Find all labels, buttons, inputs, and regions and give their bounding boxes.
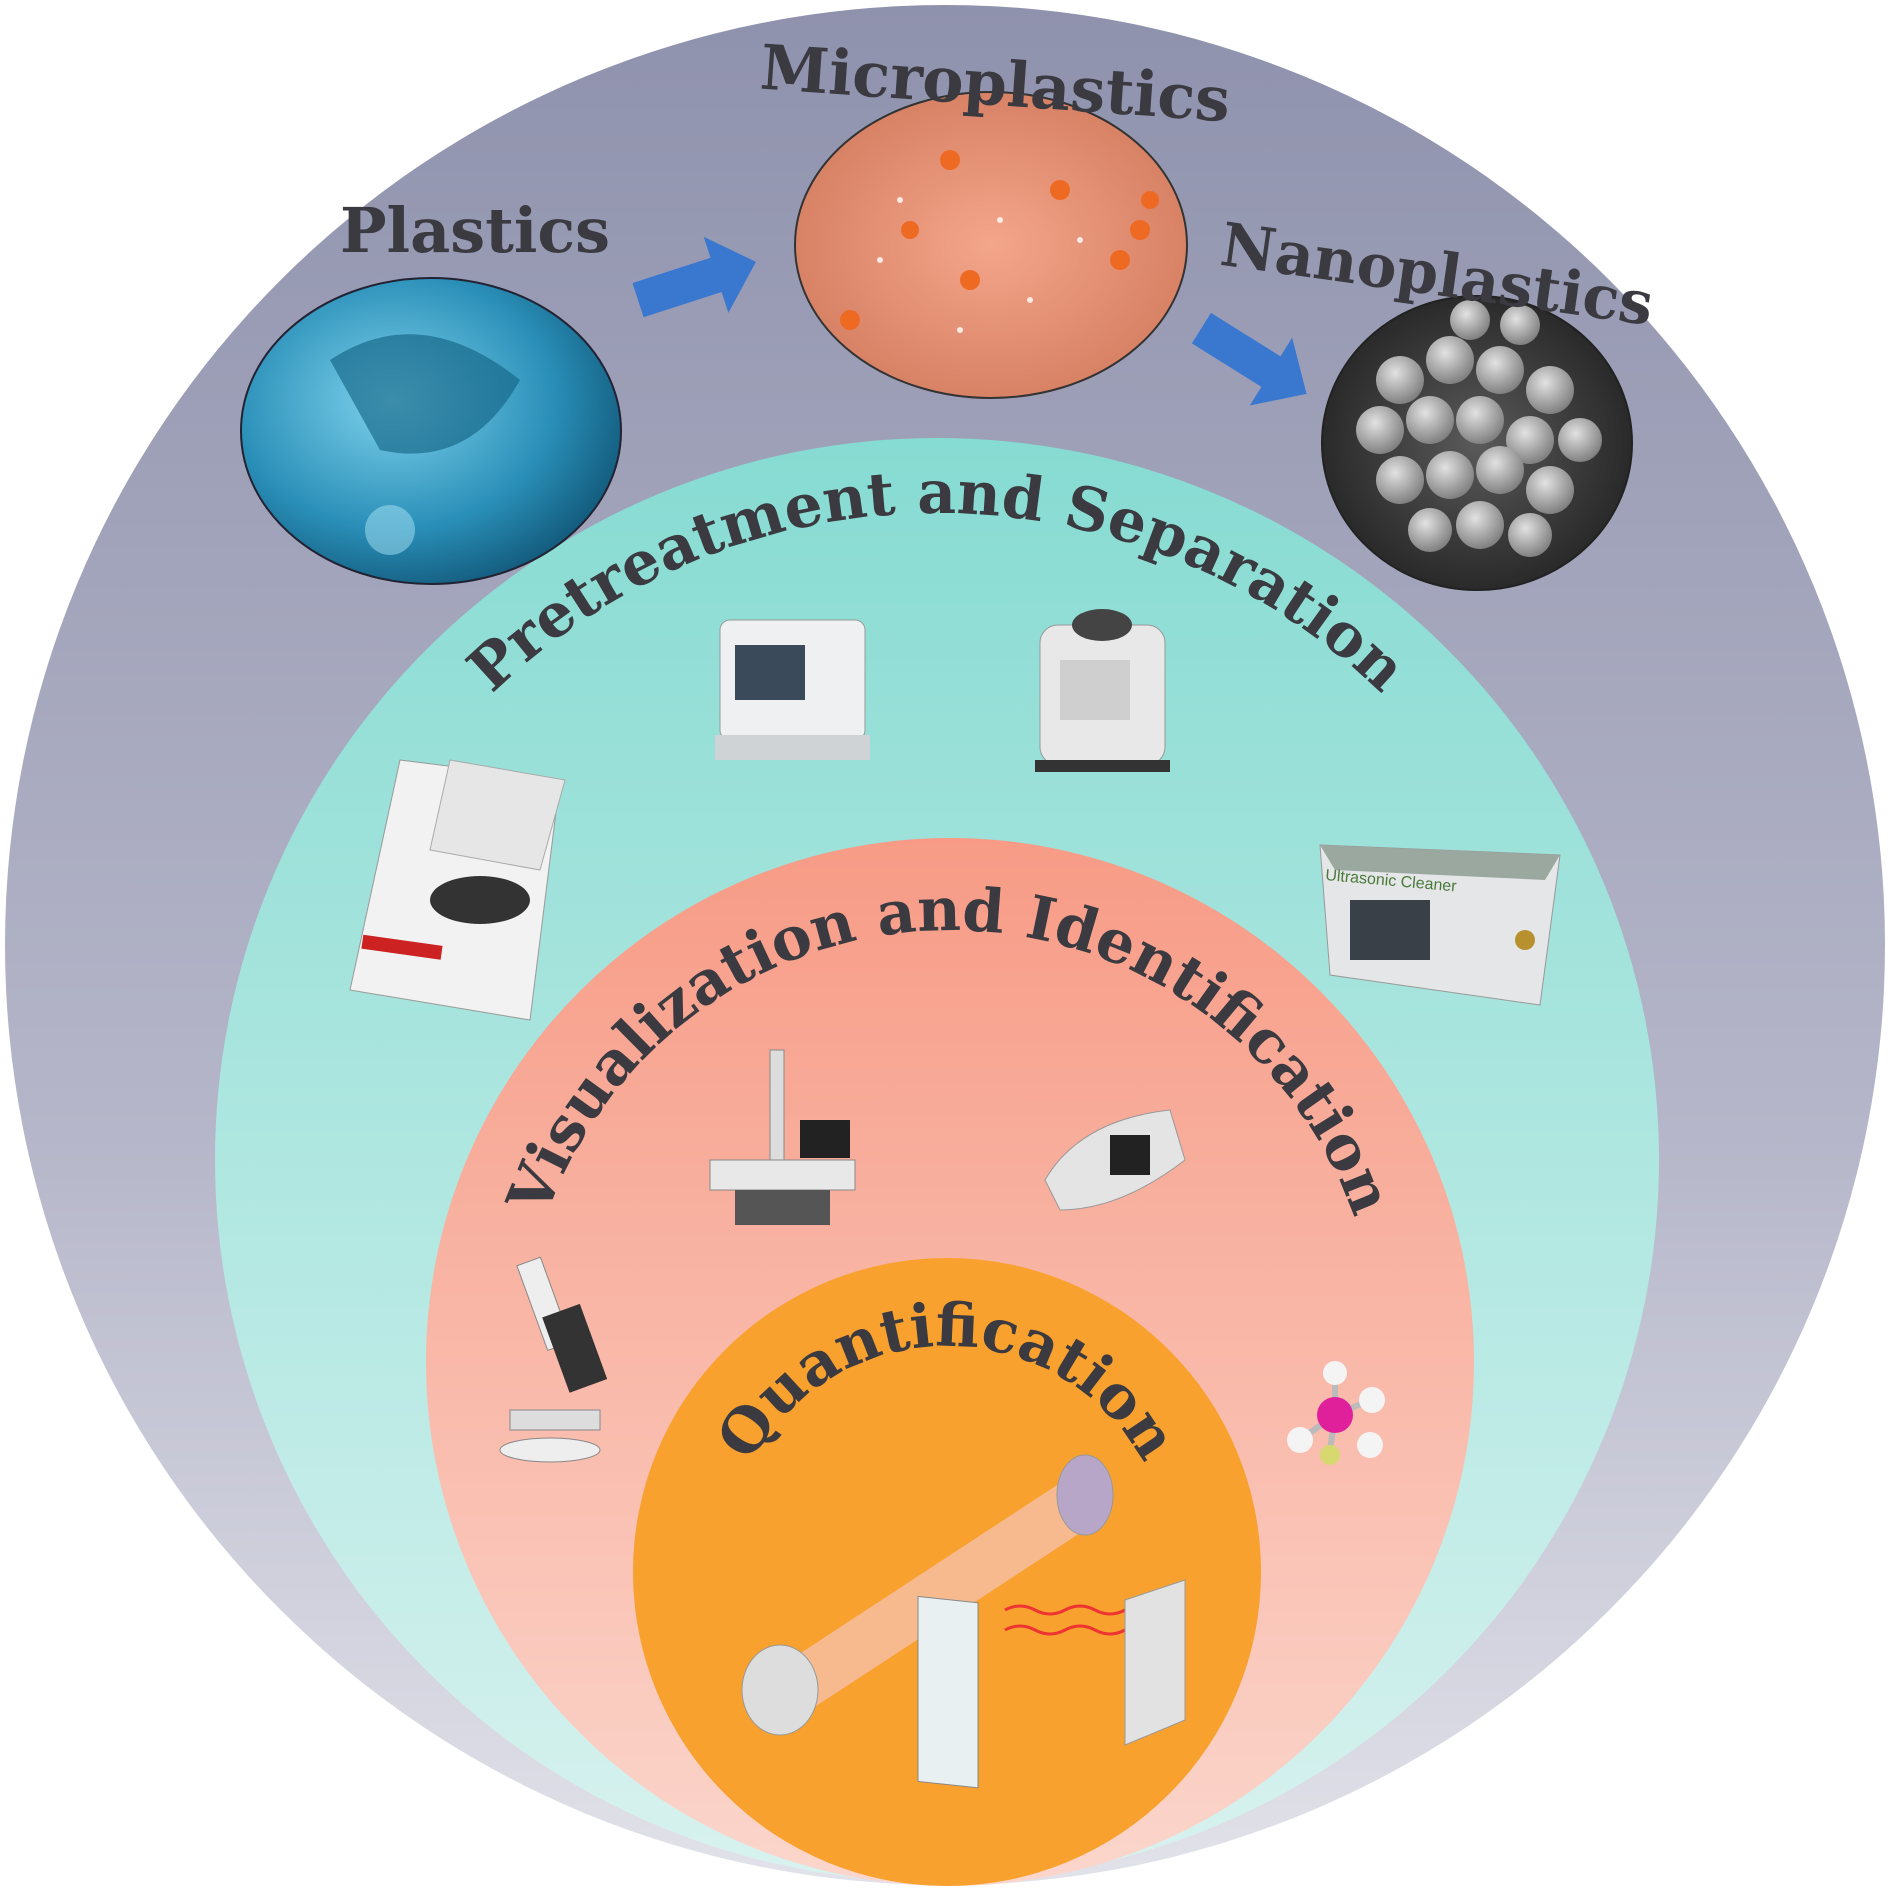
microplastics-image: [794, 91, 1188, 399]
digestion-instrument-icon: [715, 619, 870, 760]
molecule-icon: [1287, 1361, 1385, 1465]
plastics-label: Plastics: [340, 194, 610, 267]
plastics-image: [240, 277, 622, 585]
centrifuge-icon: [349, 759, 566, 1021]
raman-setup-icon: [741, 1454, 1186, 1789]
ultrasonic-cleaner-icon: Ultrasonic Cleaner: [1319, 844, 1561, 1006]
optical-microscope-icon: [499, 1256, 608, 1463]
spectrometer-icon: [1044, 1109, 1186, 1211]
electron-microscope-icon: [709, 1049, 856, 1225]
arrow-down-right-icon: [1191, 312, 1307, 406]
vortex-mixer-icon: [1035, 609, 1170, 772]
nanoplastics-image: [1321, 295, 1633, 591]
arrow-right-icon: [632, 236, 756, 318]
